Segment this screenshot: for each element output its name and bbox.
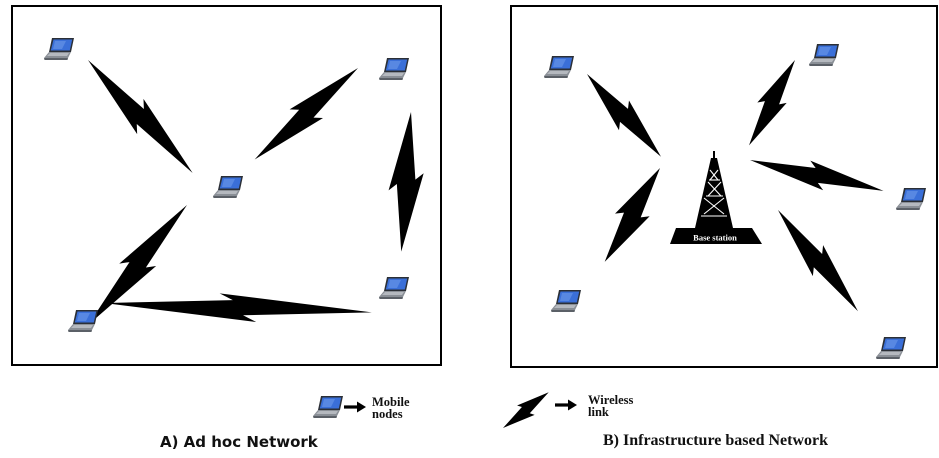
laptop-icon [379, 58, 409, 80]
laptop-icon [544, 56, 574, 78]
radio-tower-icon [670, 151, 762, 244]
laptop-icon [44, 38, 74, 60]
lightning-bolt-icon [497, 385, 555, 436]
legend-wireless-link-label: Wireless link [588, 393, 634, 419]
adhoc-nodes [44, 38, 409, 332]
adhoc-links [76, 50, 428, 335]
arrow-right-icon [344, 401, 366, 413]
laptop-icon [68, 310, 98, 332]
lightning-bolt-icon [747, 147, 887, 204]
lightning-bolt-icon [737, 53, 807, 152]
base-station-label: Base station [693, 233, 737, 243]
lightning-bolt-icon [767, 201, 869, 320]
lightning-bolt-icon [576, 64, 672, 166]
legend-wireless-line1: Wireless [588, 393, 634, 407]
lightning-bolt-icon [245, 57, 368, 171]
infrastructure-caption: B) Infrastructure based Network [603, 432, 829, 449]
lightning-bolt-icon [384, 110, 428, 253]
laptop-icon [809, 44, 839, 66]
laptop-icon [551, 290, 581, 312]
legend-mobile-line2: nodes [372, 407, 403, 421]
laptop-icon [213, 176, 243, 198]
lightning-bolt-icon [77, 50, 204, 183]
infrastructure-links [576, 53, 887, 320]
laptop-icon [379, 277, 409, 299]
laptop-icon [876, 337, 906, 359]
legend-wireless-line2: link [588, 405, 609, 419]
laptop-icon [313, 396, 343, 418]
adhoc-caption: A) Ad hoc Network [160, 433, 318, 451]
laptop-icon [896, 188, 926, 210]
infrastructure-panel-frame [510, 5, 938, 368]
adhoc-panel-frame [11, 5, 442, 366]
lightning-bolt-icon [103, 289, 373, 326]
legend-mobile-nodes-label: Mobile nodes [372, 395, 410, 421]
arrow-right-icon [555, 399, 577, 411]
legend-mobile-line1: Mobile [372, 395, 410, 409]
lightning-bolt-icon [591, 160, 674, 270]
